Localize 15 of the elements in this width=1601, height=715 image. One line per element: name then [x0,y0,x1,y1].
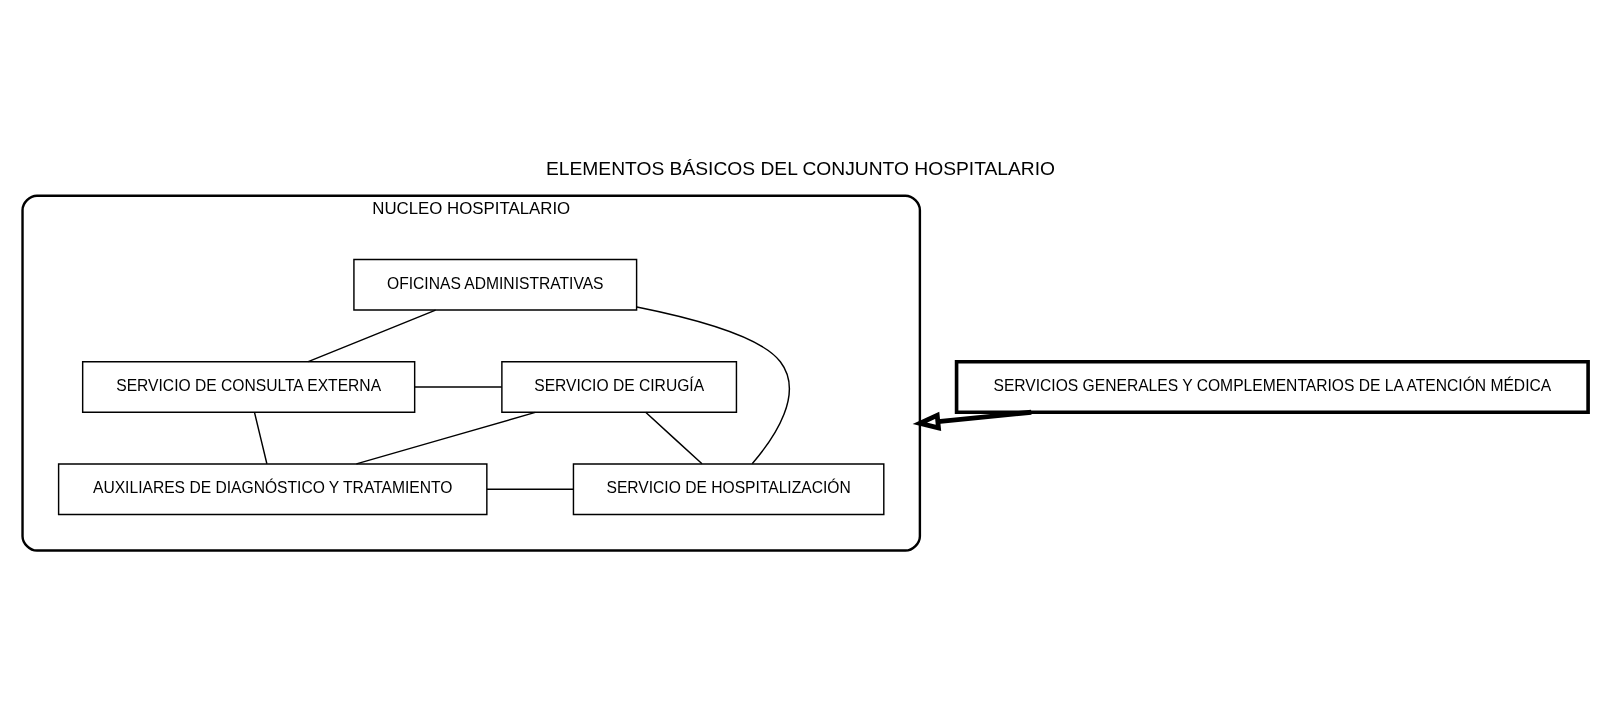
node-box: OFICINAS ADMINISTRATIVAS [353,258,638,311]
node-box: AUXILIARES DE DIAGNÓSTICO Y TRATAMIENTO [57,463,488,516]
connector [644,411,703,465]
connector [486,488,574,490]
connector [636,306,791,465]
connector [307,309,437,363]
arrow [912,409,1032,431]
node-box: SERVICIO DE HOSPITALIZACIÓN [572,463,885,516]
node-box: SERVICIO DE CONSULTA EXTERNA [81,361,416,413]
connector [355,411,536,465]
connector [253,411,268,465]
node-box: SERVICIO DE CIRUGÍA [501,361,738,413]
connector [414,386,503,388]
node-box: SERVICIOS GENERALES Y COMPLEMENTARIOS DE LA ATENCIÓN MÉDICA [954,359,1590,415]
diagram-title: ELEMENTOS BÁSICOS DEL CONJUNTO HOSPITALARIO [545,158,1056,180]
